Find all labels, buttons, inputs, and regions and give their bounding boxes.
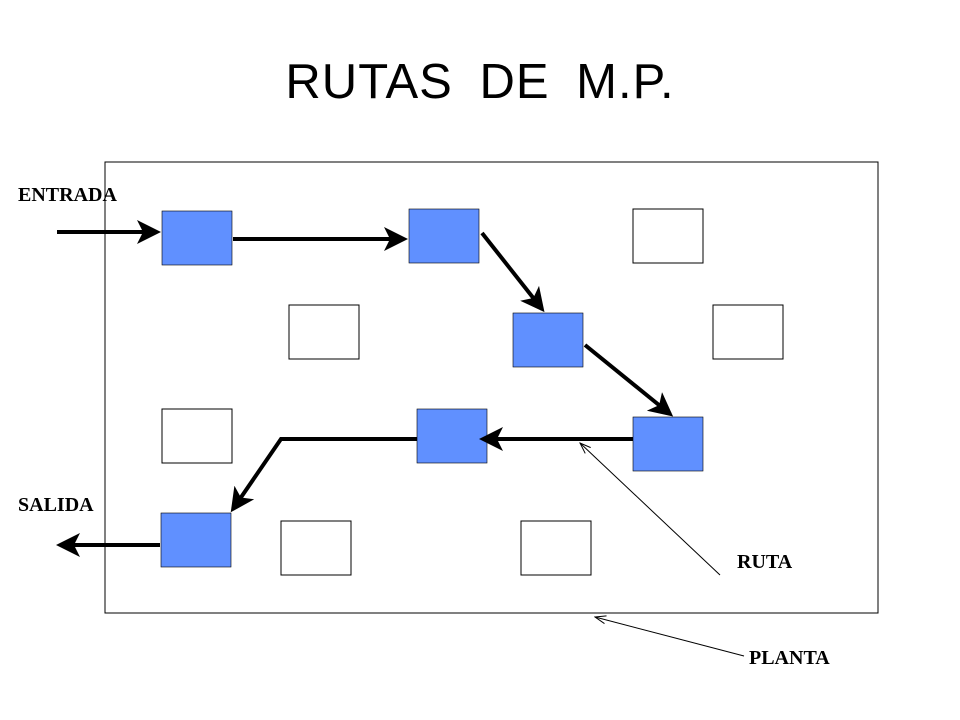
route-arrow-3 xyxy=(583,343,674,417)
route-machine-box xyxy=(160,512,232,568)
route-machine-box xyxy=(408,208,480,264)
route-arrow-2 xyxy=(480,231,545,313)
idle-machine-box xyxy=(712,304,784,360)
ruta-pointer xyxy=(580,443,721,576)
route-machine-box xyxy=(632,416,704,472)
route-machine-box xyxy=(512,312,584,368)
machines-group xyxy=(160,208,784,576)
entrada-label: ENTRADA xyxy=(18,184,117,206)
diagram-title: RUTAS DE M.P. xyxy=(285,55,675,109)
idle-machine-box xyxy=(520,520,592,576)
route-machine-box xyxy=(161,210,233,266)
plant-boundary xyxy=(104,161,879,614)
ruta-label: RUTA xyxy=(737,551,793,573)
salida-label: SALIDA xyxy=(18,494,94,516)
planta-label: PLANTA xyxy=(749,647,830,669)
route-arrow-5 xyxy=(230,437,417,513)
idle-machine-box xyxy=(161,408,233,464)
idle-machine-box xyxy=(280,520,352,576)
idle-machine-box xyxy=(632,208,704,264)
idle-machine-box xyxy=(288,304,360,360)
planta-pointer xyxy=(595,617,745,657)
route-machine-box xyxy=(416,408,488,464)
